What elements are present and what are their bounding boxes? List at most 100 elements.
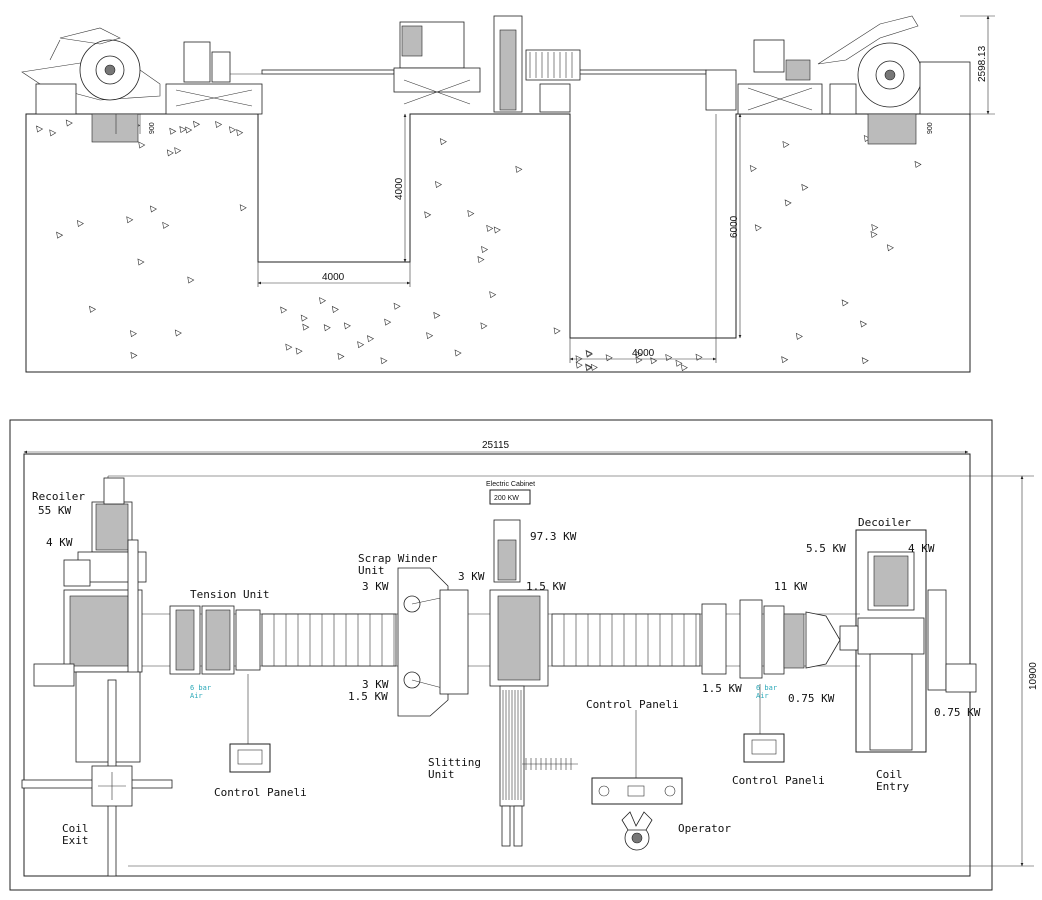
concrete-aggregate-mark <box>174 329 182 337</box>
overall-length-text: 25115 <box>482 440 510 451</box>
concrete-aggregate-mark <box>229 126 237 134</box>
operator-label: Operator <box>678 822 731 835</box>
concrete-aggregate-mark <box>236 129 244 137</box>
concrete-aggregate-mark <box>782 140 790 149</box>
concrete-aggregate-mark <box>515 165 523 173</box>
recoiler-aux-power: 4 KW <box>46 536 73 549</box>
concrete-aggregate-mark <box>149 205 157 213</box>
electric-cabinet-power: 200 KW <box>494 495 519 502</box>
concrete-aggregate-mark <box>914 160 922 168</box>
concrete-aggregate-mark <box>331 305 339 313</box>
plan-view: 25115 10900 Electric Cabinet 200 KW <box>9 419 1039 891</box>
recoiler-title: Recoiler <box>32 490 85 503</box>
slitting-unit-title: Slitting <box>428 756 481 769</box>
slitting-unit-plan <box>489 519 578 847</box>
tension-unit-plan <box>169 605 261 744</box>
decoiler-power-right: 4 KW <box>908 542 935 555</box>
concrete-aggregate-mark <box>65 119 73 127</box>
concrete-aggregate-mark <box>781 356 789 364</box>
recoiler-power: 55 KW <box>38 504 71 517</box>
operator-icon <box>621 811 653 851</box>
concrete-texture <box>36 119 922 372</box>
concrete-aggregate-mark <box>695 353 703 361</box>
scrap-winder-power-left: 3 KW <box>362 580 389 593</box>
concrete-aggregate-mark <box>871 223 879 231</box>
scrap-winder-plan <box>397 567 469 717</box>
concrete-aggregate-mark <box>486 224 494 232</box>
concrete-aggregate-mark <box>480 322 488 330</box>
decoiler-power-left: 5.5 KW <box>806 542 846 555</box>
concrete-aggregate-mark <box>635 350 643 358</box>
entry-power-1-5: 1.5 KW <box>702 682 742 695</box>
concrete-aggregate-mark <box>130 351 138 359</box>
plan-outer-frame <box>9 419 993 891</box>
concrete-aggregate-mark <box>323 324 331 332</box>
concrete-aggregate-mark <box>675 359 683 367</box>
concrete-aggregate-mark <box>435 180 443 188</box>
concrete-aggregate-mark <box>137 258 145 266</box>
air-supply-left: 6 bar <box>190 684 211 692</box>
concrete-aggregate-mark <box>126 216 134 224</box>
concrete-aggregate-mark <box>302 323 310 331</box>
air-supply-right-2: Air <box>756 692 769 700</box>
concrete-aggregate-mark <box>138 141 146 149</box>
concrete-aggregate-mark <box>179 125 187 133</box>
concrete-aggregate-mark <box>393 302 401 310</box>
electric-cabinet-title: Electric Cabinet <box>486 481 535 488</box>
scrap-winder-power-bottom-b: 1.5 KW <box>348 690 388 703</box>
concrete-aggregate-mark <box>680 364 688 372</box>
loop1-depth-text: 4000 <box>394 177 405 200</box>
length-dim: 25115 <box>23 440 969 454</box>
decoiler-car-power: 0.75 KW <box>934 706 981 719</box>
concrete-aggregate-mark <box>426 332 434 340</box>
concrete-aggregate-mark <box>553 327 561 335</box>
loop-pit-1-dims: 4000 4000 <box>257 113 411 287</box>
slitter-knives <box>529 52 573 78</box>
scrap-winder-power-bottom-a: 3 KW <box>362 678 389 691</box>
concrete-aggregate-mark <box>841 299 849 307</box>
concrete-aggregate-mark <box>56 231 64 239</box>
concrete-aggregate-mark <box>89 305 97 313</box>
loop2-depth-text: 6000 <box>729 215 740 238</box>
concrete-aggregate-mark <box>585 350 593 358</box>
decoiler-elevation: 900 <box>705 15 971 145</box>
concrete-aggregate-mark <box>795 332 803 340</box>
concrete-aggregate-mark <box>185 126 193 134</box>
width-dim: 10900 <box>107 475 1039 867</box>
concrete-aggregate-mark <box>754 224 762 232</box>
control-panel-left-label: Control Paneli <box>214 786 307 799</box>
concrete-aggregate-mark <box>367 335 375 343</box>
concrete-aggregate-mark <box>489 291 497 299</box>
concrete-aggregate-mark <box>424 211 432 219</box>
plan-labels: Recoiler 55 KW 4 KW Tension Unit Scrap W… <box>32 490 981 847</box>
concrete-aggregate-mark <box>49 129 57 137</box>
loop-table-frame <box>551 613 701 667</box>
entry-power-0-75: 0.75 KW <box>788 692 835 705</box>
concrete-aggregate-mark <box>665 353 673 361</box>
concrete-aggregate-mark <box>784 199 792 207</box>
concrete-aggregate-mark <box>343 322 351 330</box>
control-panel-left <box>229 743 271 773</box>
concrete-aggregate-mark <box>76 219 84 228</box>
overall-width-text: 10900 <box>1028 662 1039 690</box>
decoiler-title: Decoiler <box>858 516 911 529</box>
concrete-aggregate-mark <box>169 127 177 135</box>
loop-table-frame <box>261 613 397 667</box>
concrete-aggregate-mark <box>801 183 809 191</box>
concrete-aggregate-mark <box>481 245 489 253</box>
elevation-view: 4000 4000 4000 6000 2598.13 <box>21 15 995 373</box>
concrete-aggregate-mark <box>162 221 170 229</box>
coil-exit-label: Coil <box>62 822 89 835</box>
control-panel-mid-label: Control Paneli <box>586 698 679 711</box>
concrete-aggregate-mark <box>280 306 288 314</box>
concrete-aggregate-mark <box>870 230 878 238</box>
loop2-width-text: 4000 <box>632 348 655 359</box>
slitting-unit-title-2: Unit <box>428 768 455 781</box>
loop-slats-2 <box>551 613 701 667</box>
scrap-winder-title: Scrap Winder <box>358 552 438 565</box>
concrete-aggregate-mark <box>585 364 593 372</box>
concrete-aggregate-mark <box>605 354 613 362</box>
air-supply-left-2: Air <box>190 692 203 700</box>
recoiler-pit-text: 900 <box>149 122 156 134</box>
